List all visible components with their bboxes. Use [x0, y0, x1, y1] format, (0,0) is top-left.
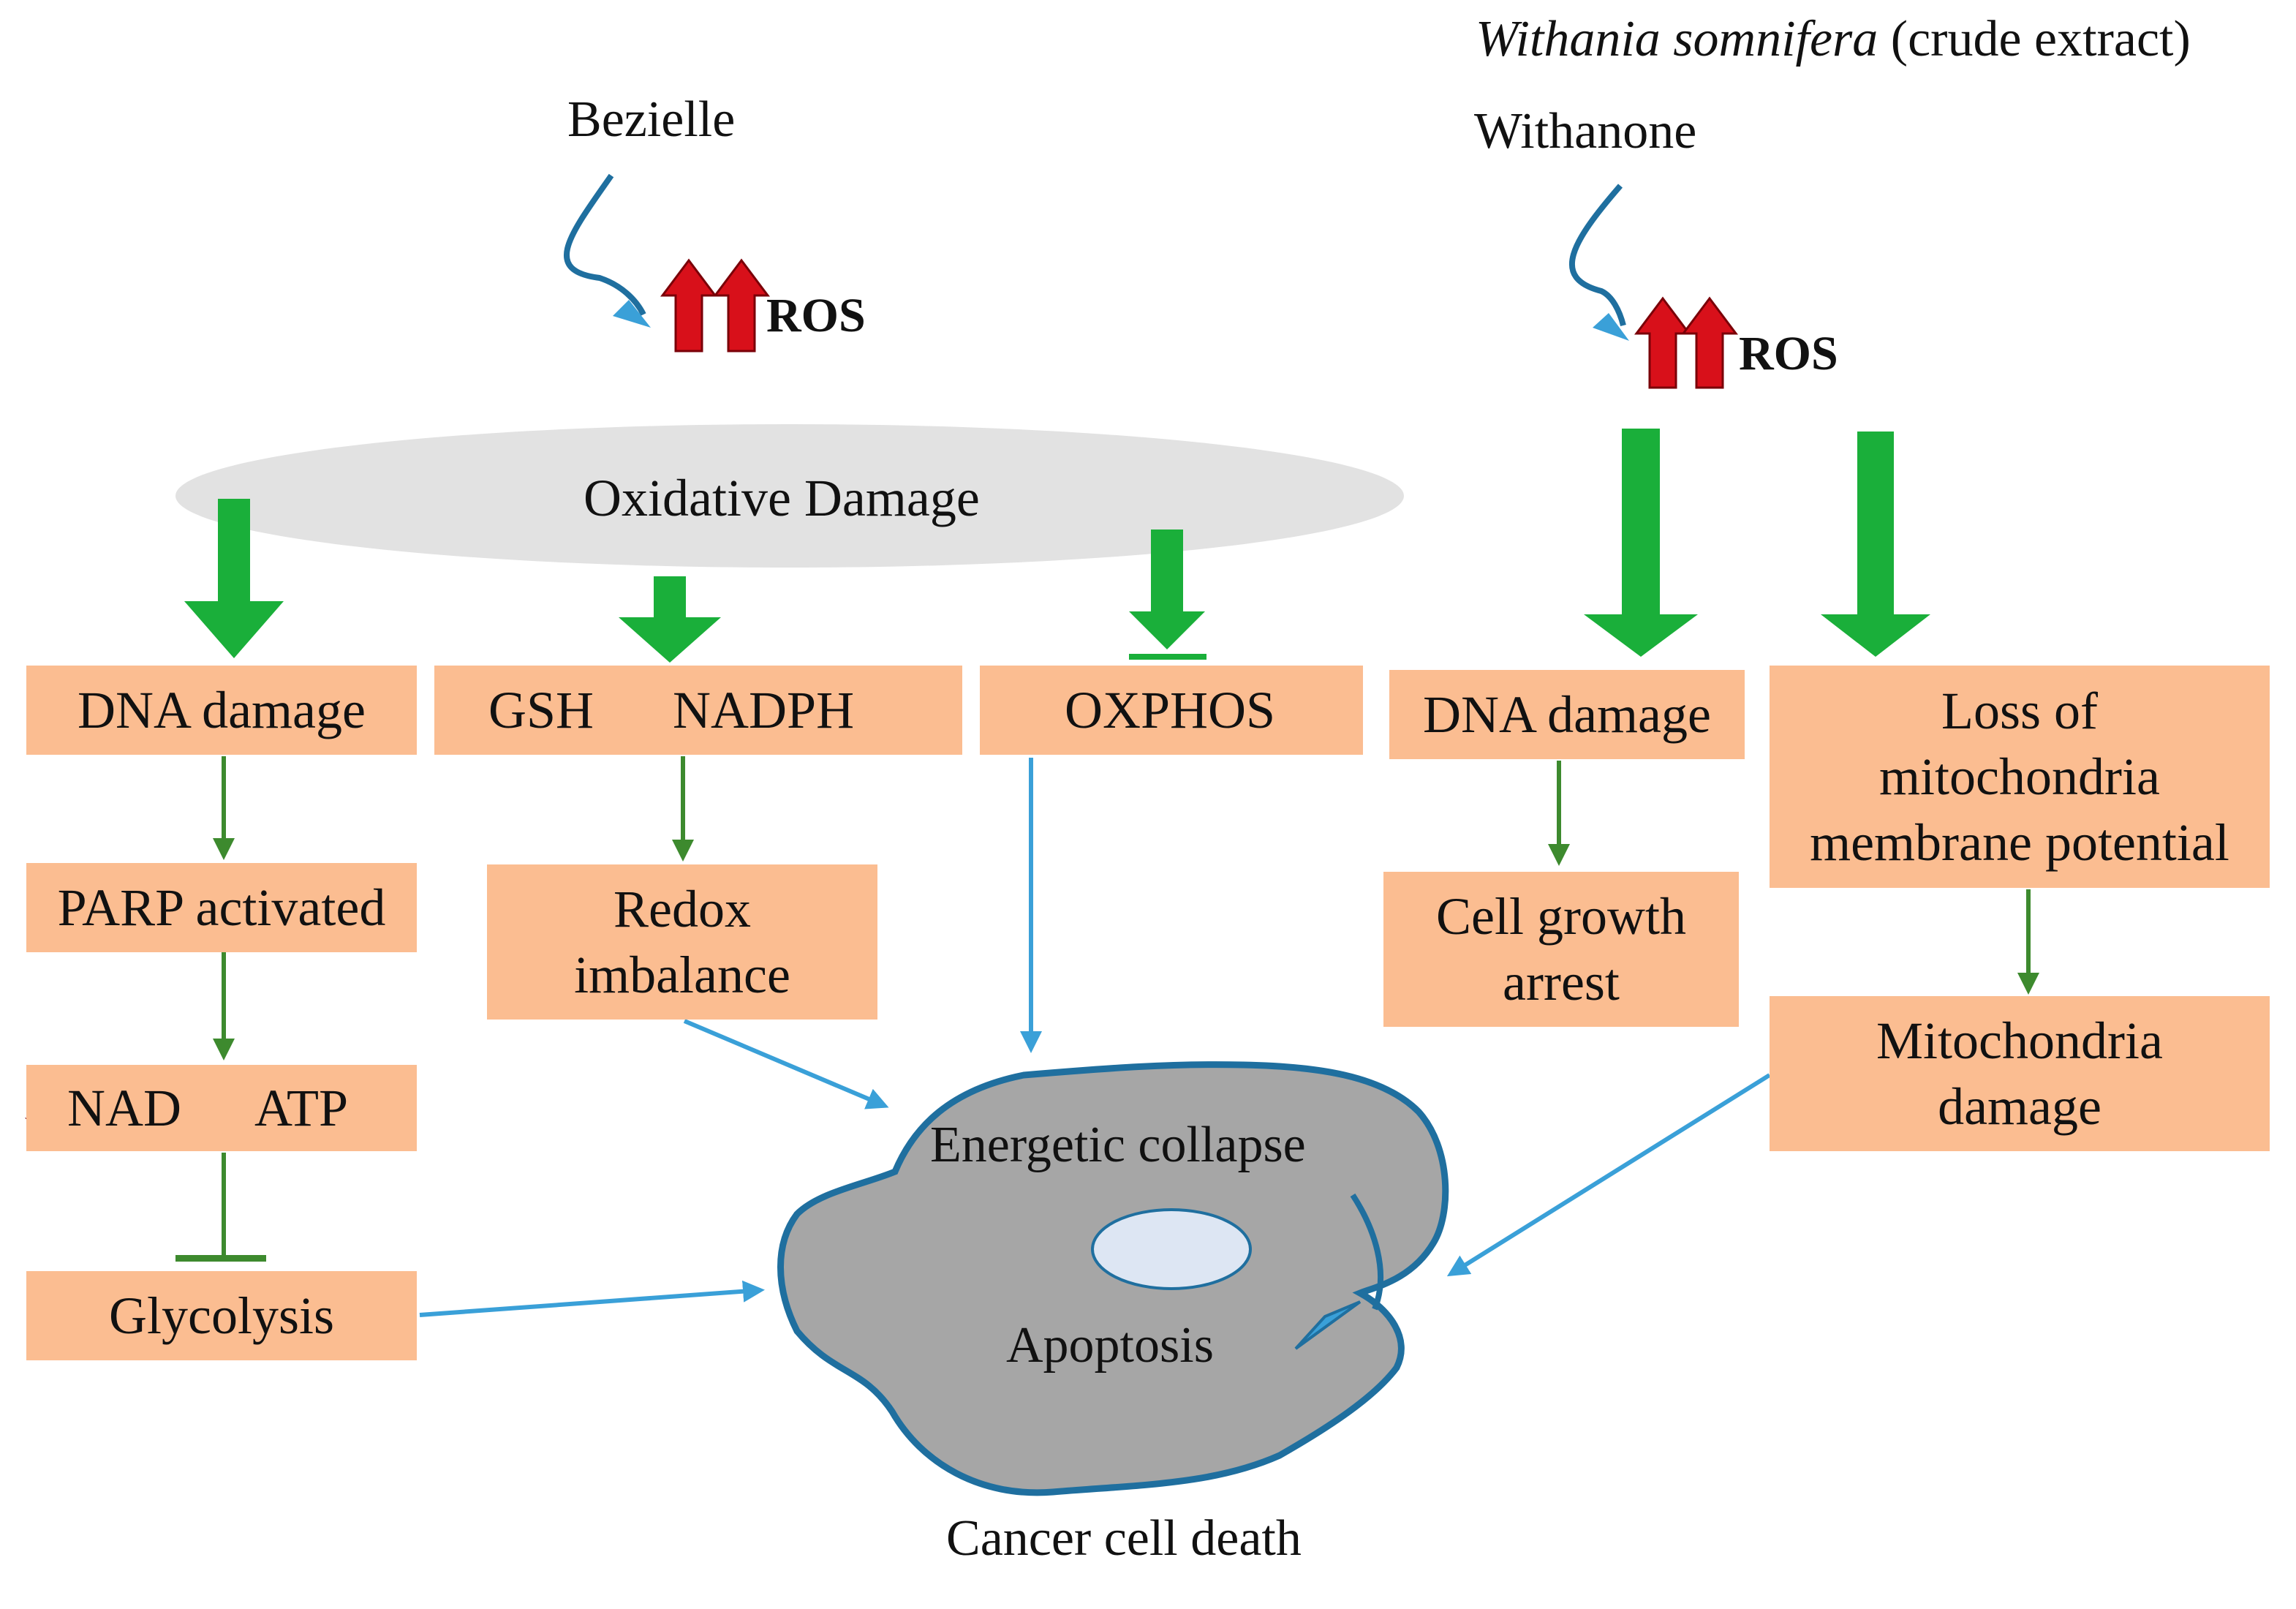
cancer-cell-death-caption: Cancer cell death	[946, 1510, 1302, 1567]
bezielle-curve-arrow	[564, 173, 646, 316]
ros-up-arrows-left	[660, 258, 770, 353]
cancer-cell-shape	[777, 1061, 1449, 1496]
oxidative-damage-ellipse	[175, 424, 1404, 568]
nad-text: NAD	[67, 1079, 181, 1137]
ros-label-right: ROS	[1739, 327, 1838, 380]
mitochondria-damage-box: Mitochondria damage	[1770, 996, 2270, 1151]
oxphos-inhibit-bar	[1129, 654, 1206, 660]
ros-label-left: ROS	[766, 289, 866, 342]
apoptosis-curve-head	[1294, 1300, 1362, 1350]
dna-damage-right-text: DNA damage	[1423, 685, 1711, 744]
gsh-text: GSH	[488, 681, 594, 739]
mito-line1: Mitochondria	[1876, 1011, 2163, 1070]
apoptosis-curve-arrow	[1350, 1193, 1384, 1311]
redox-line1: Redox	[613, 880, 751, 938]
nad-atp-box: NAD ATP	[26, 1065, 417, 1151]
cell-nucleus	[1091, 1208, 1252, 1290]
withanone-curve-head	[1593, 313, 1629, 341]
glycolysis-text: Glycolysis	[108, 1286, 334, 1345]
loss-line1: Loss of	[1941, 682, 2098, 740]
growth-line1: Cell growth	[1436, 887, 1686, 946]
dna-damage-left-box: DNA damage	[26, 666, 417, 755]
oxphos-text: OXPHOS	[1065, 681, 1276, 739]
nadph-text: NADPH	[673, 681, 855, 739]
extract-note: (crude extract)	[1890, 11, 2191, 67]
loss-membrane-box: Loss of mitochondria membrane potential	[1770, 666, 2270, 888]
withanone-curve-arrow	[1569, 184, 1626, 327]
ros-up-arrows-right	[1634, 296, 1738, 389]
glycolysis-inhibit-bar	[175, 1255, 266, 1262]
glycolysis-box: Glycolysis	[26, 1271, 417, 1360]
bezielle-curve-head	[613, 300, 651, 328]
big-green-arrows	[184, 429, 1930, 663]
energetic-collapse-label: Energetic collapse	[930, 1117, 1306, 1173]
atp-text: ATP	[254, 1079, 349, 1137]
bezielle-label: Bezielle	[567, 91, 736, 148]
dna-damage-left-text: DNA damage	[78, 681, 366, 739]
apoptosis-label: Apoptosis	[1006, 1317, 1214, 1374]
thin-green-arrows	[213, 756, 2039, 1256]
redox-box: Redox imbalance	[487, 864, 877, 1020]
blue-arrows	[419, 758, 1771, 1317]
loss-line3: membrane potential	[1810, 813, 2229, 872]
growth-line2: arrest	[1503, 953, 1620, 1011]
oxidative-damage-label: Oxidative Damage	[584, 469, 980, 527]
source-species-line: Withania somnifera (crude extract)	[1476, 10, 2191, 69]
cell-growth-box: Cell growth arrest	[1383, 872, 1739, 1027]
oxphos-box: OXPHOS	[980, 666, 1363, 755]
withanone-label: Withanone	[1474, 103, 1697, 159]
redox-line2: imbalance	[574, 946, 790, 1004]
species-name: Withania somnifera	[1476, 11, 1878, 67]
mito-line2: damage	[1938, 1077, 2101, 1136]
parp-box: PARP activated	[26, 863, 417, 952]
gsh-nadph-box: GSH NADPH	[434, 666, 962, 755]
parp-text: PARP activated	[57, 878, 386, 937]
dna-damage-right-box: DNA damage	[1389, 670, 1745, 759]
loss-line2: mitochondria	[1879, 747, 2160, 806]
